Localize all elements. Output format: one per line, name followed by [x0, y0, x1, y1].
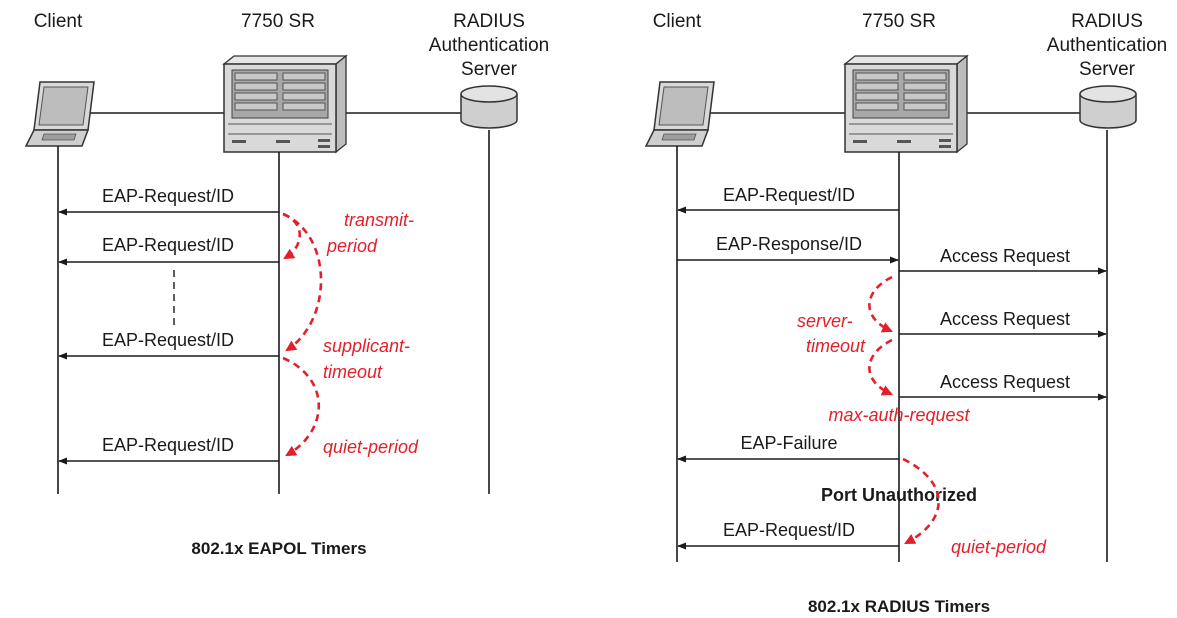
message-label: Access Request [940, 309, 1070, 329]
database-server-icon [1079, 85, 1137, 129]
server-timeout-curve [868, 338, 894, 396]
client-header: Client [653, 11, 702, 32]
message-label: EAP-Request/ID [723, 520, 855, 540]
router-header: 7750 SR [862, 11, 936, 32]
radius-timers-diagram: Client 7750 SR RADIUS Authentication Ser… [645, 11, 1167, 616]
laptop-icon [645, 81, 715, 147]
quiet-period-label: quiet-period [323, 437, 419, 457]
message-label: EAP-Request/ID [102, 435, 234, 455]
transmit-period-label-line1: transmit- [344, 210, 414, 230]
radius-header-line1: RADIUS [453, 11, 525, 32]
router-chassis-icon [223, 55, 347, 153]
eapol-timers-diagram: Client 7750 SR RADIUS Authentication Ser… [25, 11, 549, 558]
message-label: Access Request [940, 372, 1070, 392]
eapol-caption: 802.1x EAPOL Timers [191, 539, 366, 558]
message-label: EAP-Request/ID [102, 186, 234, 206]
message-label: EAP-Response/ID [716, 234, 862, 254]
quiet-period-label: quiet-period [951, 537, 1047, 557]
message-label: EAP-Request/ID [723, 185, 855, 205]
database-server-icon [460, 85, 518, 129]
quiet-period-curve [282, 356, 320, 457]
message-label: Access Request [940, 246, 1070, 266]
server-timeout-label-line1: server- [797, 311, 853, 331]
supplicant-timeout-label-line1: supplicant- [323, 336, 410, 356]
message-label: EAP-Failure [740, 433, 837, 453]
client-header: Client [34, 11, 83, 32]
radius-header-line1: RADIUS [1071, 11, 1143, 32]
laptop-icon [25, 81, 95, 147]
radius-header-line2: Authentication [429, 35, 549, 56]
radius-header-line3: Server [461, 59, 518, 80]
supplicant-timeout-curve [282, 212, 323, 352]
transmit-period-label-line2: period [326, 236, 378, 256]
router-header: 7750 SR [241, 11, 315, 32]
message-label: EAP-Request/ID [102, 330, 234, 350]
max-auth-request-label: max-auth-request [828, 405, 970, 425]
supplicant-timeout-label-line2: timeout [323, 362, 383, 382]
server-timeout-label-line2: timeout [806, 336, 866, 356]
server-timeout-curve [868, 275, 894, 333]
radius-caption: 802.1x RADIUS Timers [808, 597, 990, 616]
radius-header-line2: Authentication [1047, 35, 1167, 56]
transmit-period-curve [282, 212, 301, 260]
message-label: EAP-Request/ID [102, 235, 234, 255]
router-chassis-icon [844, 55, 968, 153]
radius-header-line3: Server [1079, 59, 1136, 80]
quiet-period-curve [902, 457, 940, 545]
port-unauthorized-status: Port Unauthorized [821, 485, 977, 505]
